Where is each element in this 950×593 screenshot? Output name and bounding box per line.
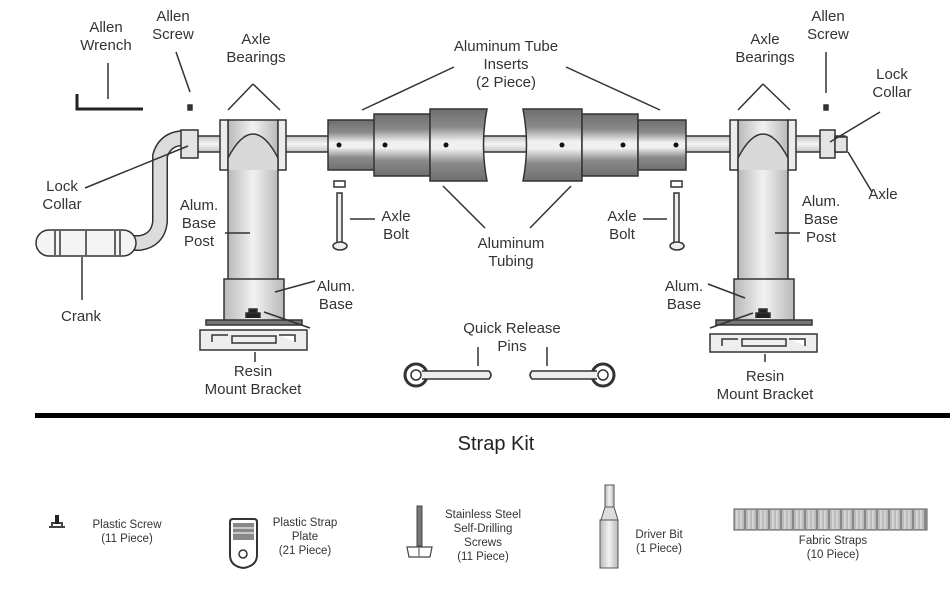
strap-kit-heading: Strap Kit [457, 433, 535, 455]
leader-line [565, 66, 661, 111]
leader-line [263, 311, 311, 329]
leader-line [84, 145, 189, 189]
fabric-strap-icon [733, 508, 928, 531]
self-drilling-screw-icon [406, 505, 433, 558]
leader-line [707, 283, 746, 299]
strap-kit-item-fabric-straps: Fabric Straps(10 Piece) [798, 535, 868, 561]
leader-line [709, 312, 754, 329]
allen-screw-icon [823, 104, 829, 111]
plastic-screw-icon [49, 515, 65, 528]
axle-bolt-left [332, 180, 348, 251]
leader-line [442, 185, 486, 229]
label-crank: Crank [60, 308, 102, 325]
label-alum-base-left: Alum.Base [316, 278, 356, 313]
allen-screw-icon [187, 104, 193, 111]
base-post-left [199, 119, 308, 351]
leader-line [252, 83, 281, 111]
aluminum-tubing [327, 108, 687, 182]
leader-line [227, 83, 254, 111]
crank-handle [35, 130, 186, 257]
base-post-right [709, 119, 818, 353]
leader-line [274, 280, 316, 293]
section-divider [35, 413, 950, 418]
allen-wrench-icon [75, 94, 143, 111]
axle-bolt-right [669, 180, 685, 251]
leader-line [529, 185, 572, 229]
strap-kit-item-plastic-screw: Plastic Screw(11 Piece) [92, 519, 162, 545]
strap-kit-item-driver-bit: Driver Bit(1 Piece) [635, 529, 683, 555]
leader-line [361, 66, 455, 111]
leader-line [175, 51, 191, 93]
strap-plate-icon [229, 518, 258, 570]
leader-line [762, 83, 791, 111]
label-axle: Axle [868, 186, 898, 203]
leader-line [737, 83, 764, 111]
driver-bit-icon [599, 484, 619, 569]
leader-line [847, 151, 873, 193]
axle-end [834, 136, 848, 153]
label-alum-base-right: Alum.Base [664, 278, 704, 313]
quick-release-pin-right [529, 362, 616, 388]
quick-release-pin-left [403, 362, 492, 388]
leader-line [829, 111, 881, 143]
lock-collar-left [180, 129, 199, 159]
lock-collar-right [819, 129, 836, 159]
